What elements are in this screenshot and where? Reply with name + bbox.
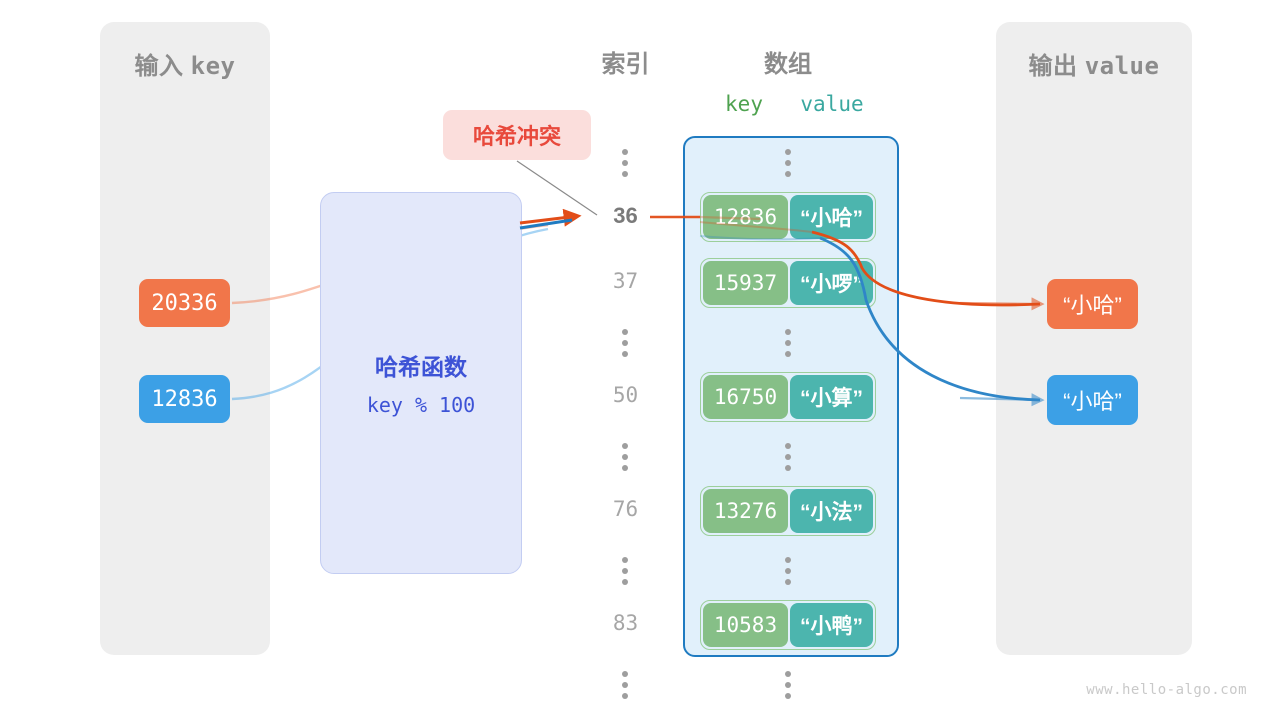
key-column-header: key bbox=[725, 92, 763, 116]
watermark: www.hello-algo.com bbox=[1086, 682, 1247, 698]
index-ellipsis bbox=[622, 671, 628, 699]
entry-value-cell: “小哈” bbox=[789, 195, 873, 239]
index-label: 36 bbox=[613, 203, 638, 228]
input-key-chip-2[interactable]: 12836 bbox=[139, 375, 230, 423]
input-key-panel: 输入 key bbox=[100, 22, 270, 655]
array-column-header: 数组 bbox=[764, 51, 812, 78]
arrow-hash-to-index-blue bbox=[519, 218, 573, 230]
array-ellipsis bbox=[785, 671, 791, 699]
output-value-chip-2[interactable]: “小哈” bbox=[1047, 375, 1138, 425]
entry-value-cell: “小算” bbox=[789, 375, 873, 419]
array-ellipsis bbox=[785, 443, 791, 471]
hash-function-expression: key % 100 bbox=[366, 393, 476, 417]
entry-key-cell: 10583 bbox=[703, 603, 788, 647]
array-entry[interactable]: 16750“小算” bbox=[700, 372, 876, 422]
index-ellipsis bbox=[622, 557, 628, 585]
entry-value-cell: “小啰” bbox=[789, 261, 873, 305]
output-panel-title: 输出 value bbox=[996, 46, 1192, 81]
index-ellipsis bbox=[622, 149, 628, 177]
input-key-chip-1[interactable]: 20336 bbox=[139, 279, 230, 327]
index-label: 50 bbox=[612, 383, 639, 407]
index-ellipsis bbox=[622, 329, 628, 357]
array-ellipsis bbox=[785, 329, 791, 357]
array-entry[interactable]: 12836“小哈” bbox=[700, 192, 876, 242]
value-column-header: value bbox=[800, 92, 864, 116]
index-label: 37 bbox=[612, 269, 639, 293]
entry-value-cell: “小鸭” bbox=[789, 603, 873, 647]
index-label: 76 bbox=[612, 497, 639, 521]
output-panel-title-code: value bbox=[1084, 52, 1160, 80]
hash-function-box: 哈希函数 key % 100 bbox=[320, 192, 522, 574]
array-ellipsis bbox=[785, 149, 791, 177]
input-panel-title-cn: 输入 bbox=[134, 53, 184, 80]
hash-collision-label: 哈希冲突 bbox=[472, 124, 561, 149]
arrow-hash-to-index bbox=[519, 208, 582, 227]
hash-collision-callout: 哈希冲突 bbox=[443, 110, 591, 160]
output-value-chip-1[interactable]: “小哈” bbox=[1047, 279, 1138, 329]
index-column-header: 索引 bbox=[601, 51, 650, 78]
hash-function-title: 哈希函数 bbox=[375, 354, 467, 380]
input-panel-title-code: key bbox=[190, 52, 236, 80]
index-ellipsis bbox=[622, 443, 628, 471]
input-panel-title: 输入 key bbox=[100, 46, 270, 81]
entry-key-cell: 12836 bbox=[703, 195, 788, 239]
output-panel-title-cn: 输出 bbox=[1028, 53, 1078, 80]
array-entry[interactable]: 13276“小法” bbox=[700, 486, 876, 536]
array-ellipsis bbox=[785, 557, 791, 585]
entry-key-cell: 16750 bbox=[703, 375, 788, 419]
entry-key-cell: 13276 bbox=[703, 489, 788, 533]
index-label: 83 bbox=[612, 611, 639, 635]
array-entry[interactable]: 10583“小鸭” bbox=[700, 600, 876, 650]
key-value-header: key value bbox=[700, 92, 876, 116]
entry-key-cell: 15937 bbox=[703, 261, 788, 305]
entry-value-cell: “小法” bbox=[789, 489, 873, 533]
index-column: 36 37 50 76 83 bbox=[573, 136, 678, 699]
output-value-panel: 输出 value bbox=[996, 22, 1192, 655]
array-entry[interactable]: 15937“小啰” bbox=[700, 258, 876, 308]
